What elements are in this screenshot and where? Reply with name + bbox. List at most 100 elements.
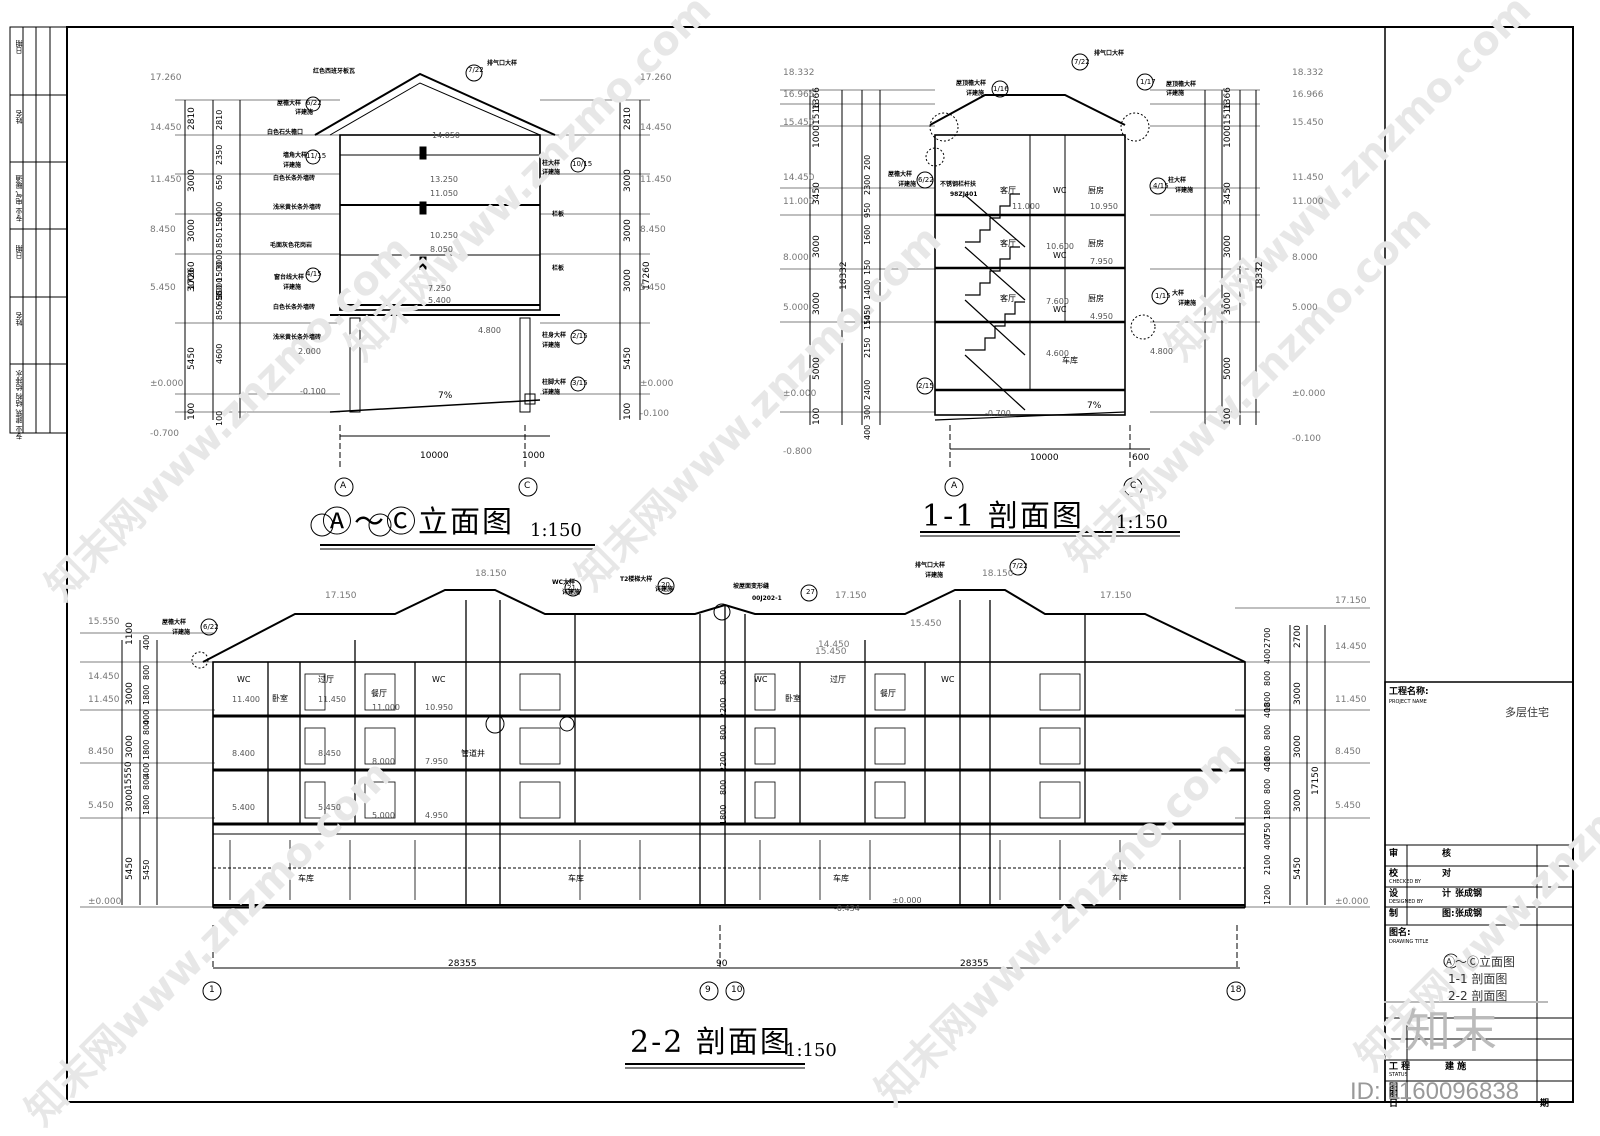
dimension: 3000 [1223,292,1233,315]
revision-row: 日期 [15,40,23,54]
note: 详建施 [542,389,561,396]
dimension: 400 [1263,648,1272,664]
detail-ref: 6/22 [306,99,322,107]
designer-name: 张成钢 [1455,889,1483,899]
dimension: 2400 [863,379,872,400]
level-mark: 8.000 [783,253,809,263]
dimension: 3000 [1293,682,1303,705]
room-label: 车库 [298,874,314,883]
dimension: 2200 [719,697,728,718]
dimension: 100 [215,410,224,426]
level-mark: 8.400 [232,749,255,758]
level-mark: ±0.000 [150,379,184,389]
level-mark: -0.100 [300,387,326,396]
level-mark: 16.966 [1292,90,1324,100]
row-label: 对 [1442,869,1452,879]
slope-mark: 7% [438,391,453,401]
level-mark: ±0.000 [1335,897,1369,907]
dimension: 850 [215,232,224,248]
drawing-title-label: 图名: [1389,928,1411,938]
note: 柱身大样 [542,332,567,339]
level-mark: 7.950 [425,757,448,766]
dimension-total: 15550 [124,761,134,790]
detail-ref: 1/17 [1140,78,1156,86]
note: 98ZJ401 [950,191,978,198]
note: 排气口大样 [1094,50,1125,57]
level-mark: 17.260 [150,73,182,83]
drafter-name: 张成钢 [1455,909,1483,919]
room-label: 管道井 [461,749,485,758]
axis-label: 10 [731,985,743,995]
material-note: 详建施 [295,109,314,116]
axis-label: 9 [705,985,711,995]
note: 详建施 [925,572,944,579]
level-mark: 18.150 [475,569,507,579]
level-mark: 11.000 [783,197,815,207]
room-label: 车库 [1062,356,1078,365]
drawing-title: Ⓐ～Ⓒ立面图 [322,505,514,540]
note: 柱大样 [542,160,561,167]
dimension: 90 [716,959,728,969]
dimension: 100 [187,402,197,420]
detail-ref: 1/15 [1155,292,1171,300]
dimension: 2350 [215,144,224,165]
dimension-total: 18332 [839,261,849,290]
dimension: 5450 [1293,857,1303,880]
dimension: 5000 [1223,357,1233,380]
row-label: 图 [1389,1091,1399,1101]
sheet-title: 2-2 剖面图 [1448,989,1508,1003]
revision-row: 专业 电气 暖通 [15,175,23,222]
elevation-ac-drawing [175,64,650,550]
revision-block-frame [9,26,68,434]
detail-ref: 2/15 [572,332,588,340]
level-mark: 18.332 [783,68,815,78]
row-label: 核 [1442,849,1452,859]
row-label-en: DESIGNED BY [1389,899,1424,905]
room-label: WC [432,675,446,684]
slope-mark: 7% [1087,401,1102,411]
dimension: 800 [1263,724,1272,740]
material-note: 屋檐大样 [277,100,302,107]
note: 详建施 [562,589,581,596]
dimension: 3000 [812,235,822,258]
level-mark: 11.450 [1292,173,1324,183]
detail-ref: 21 [567,584,576,592]
dimension: 100 [1223,407,1233,425]
project-label: 工程名称: [1389,687,1429,697]
dimension: 3000 [125,682,135,705]
dimension: 800 [719,779,728,795]
dimension: 2810 [623,107,633,130]
note: 详建施 [172,629,191,636]
drawing-title: 1-1 剖面图 [922,499,1084,534]
note: 屋顶檐大样 [956,80,987,87]
drawing-title: 2-2 剖面图 [630,1025,792,1060]
level-mark: 11.450 [150,175,182,185]
note: 排气口大样 [487,60,518,67]
dimension-total: 17260 [642,261,652,290]
dimension: 3000 [125,789,135,812]
row-value: 期 [1540,1099,1550,1109]
dimension: 3000 [1293,735,1303,758]
room-label: 车库 [833,874,849,883]
revision-row: 姓名 [15,110,23,124]
room-label: 过厅 [830,675,846,684]
level-mark: 14.450 [1335,642,1367,652]
dimension: 28355 [448,959,477,969]
drawing-title-label-en: DRAWING TITLE [1389,939,1429,945]
dimension: 1516 [812,102,822,125]
note: 不锈钢栏杆扶 [940,181,977,188]
note: 00J202-1 [752,595,782,602]
dimension-total: 18332 [1255,261,1265,290]
detail-ref: 3/15 [572,379,588,387]
level-mark: 11.450 [1335,695,1367,705]
drawing-scale: 1:150 [530,520,582,541]
level-mark: ±0.000 [783,389,817,399]
level-mark: -0.700 [985,409,1011,418]
revision-row: 日期 [15,245,23,259]
level-mark: 17.150 [325,591,357,601]
level-mark: 5.450 [88,801,114,811]
level-mark: 7.950 [1090,257,1113,266]
detail-ref: 27 [806,588,815,596]
dimension-total: 17260 [187,261,197,290]
dimension: 5450 [623,347,633,370]
